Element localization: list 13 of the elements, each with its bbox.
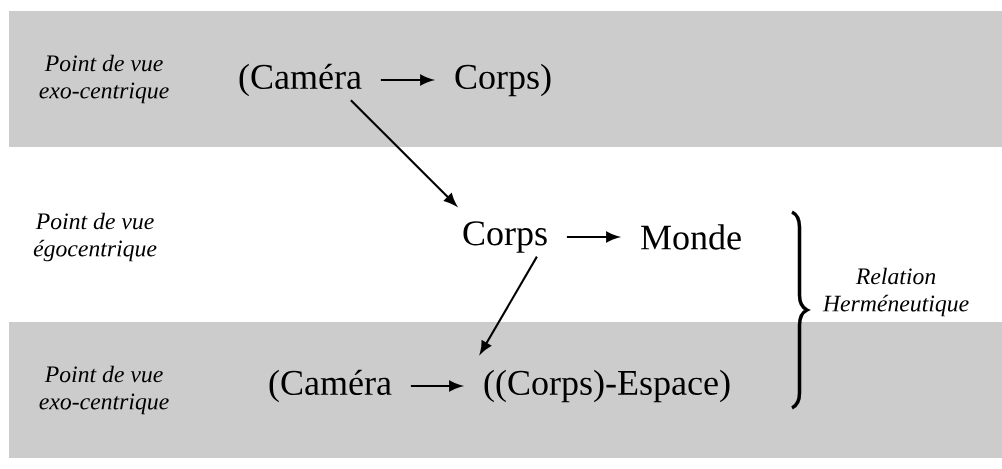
arrow <box>410 380 462 392</box>
side-label: Relation Herméneutique <box>822 267 969 317</box>
term-text: (Caméra <box>269 369 392 403</box>
term-text: ((Corps)-Espace) <box>484 369 730 403</box>
term-text: Corps <box>463 221 547 253</box>
side-label: Point de vue égocentrique <box>33 212 157 262</box>
arrow <box>350 99 457 206</box>
arrow <box>566 231 619 243</box>
term-text: Corps) <box>455 63 551 97</box>
term-text: (Caméra <box>239 63 362 97</box>
arrow <box>380 74 433 86</box>
arrow <box>480 256 538 354</box>
term-text: Monde <box>641 224 741 250</box>
